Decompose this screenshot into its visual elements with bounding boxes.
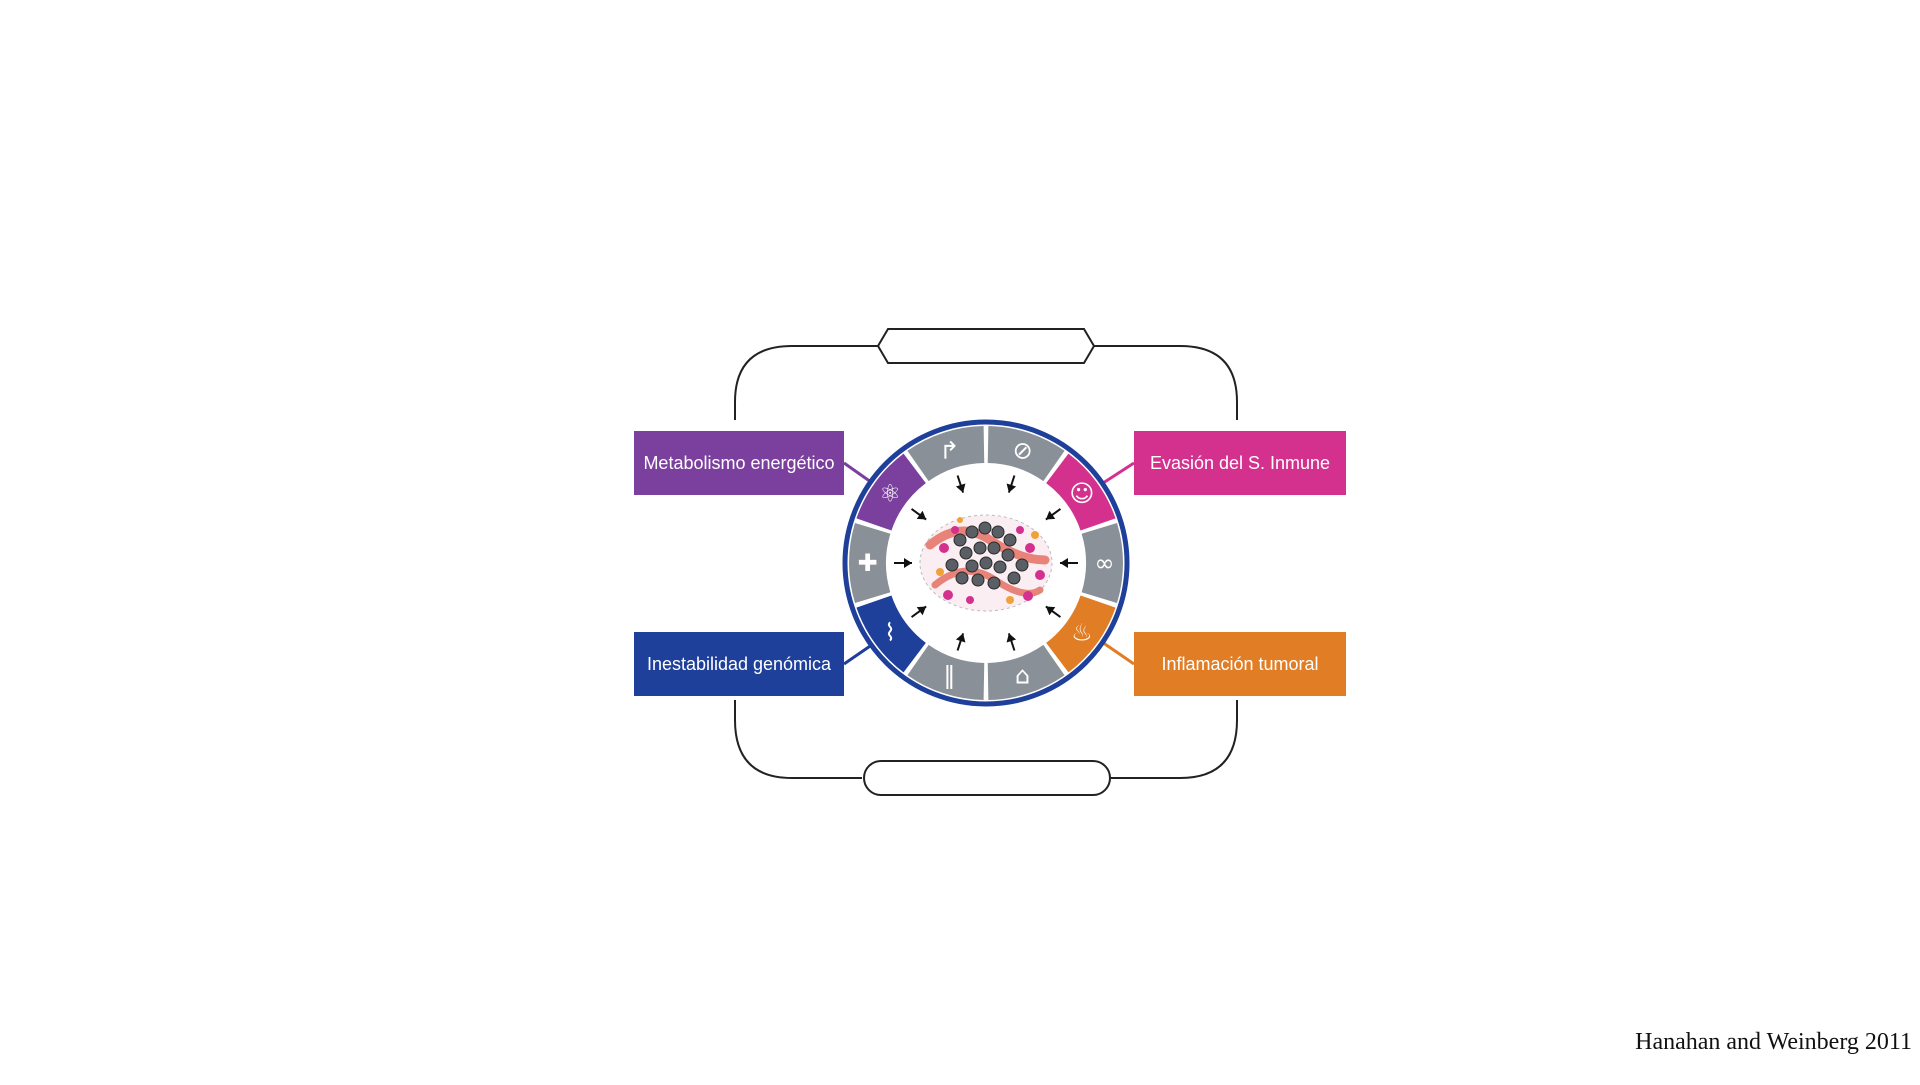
wheel-segment — [849, 522, 891, 604]
wheel-segment — [907, 644, 985, 700]
inflammation-connector-line — [1101, 640, 1135, 666]
bottom-connector-box — [863, 760, 1111, 796]
genomic-instability-label: Inestabilidad genómica — [646, 654, 832, 674]
ghost-cell-icon: ⌂ — [1015, 662, 1030, 690]
wheel-segment — [856, 453, 926, 531]
immune-cell-icon: ☺ — [1069, 479, 1094, 507]
inward-arrow-head — [916, 510, 927, 520]
inward-arrow-head — [1045, 606, 1056, 616]
wheel-segments: ↱ ⊘ ☺ ∞ ♨ ⌂ ‖ ⌇ ✚ ⚛ — [849, 426, 1123, 700]
metabolism-box: Metabolismo energético — [634, 431, 844, 495]
inward-arrow-head — [916, 606, 927, 616]
wheel-segment — [987, 426, 1065, 482]
no-entry-icon: ⊘ — [1013, 436, 1033, 464]
tumor-inflammation-label: Inflamación tumoral — [1161, 654, 1319, 674]
outer-frame-bottom — [734, 700, 1238, 779]
tumor-microenvironment-illustration — [919, 514, 1053, 612]
inward-arrow-head — [955, 633, 966, 643]
inward-arrow-head — [1060, 558, 1068, 568]
inward-arrow-head — [904, 558, 912, 568]
dna-mutation-icon: ⌇ — [884, 619, 896, 647]
infinity-icon: ∞ — [1095, 549, 1115, 577]
inward-arrow-head — [1006, 483, 1017, 493]
wheel-segment — [1081, 522, 1123, 604]
tumor-inflammation-box: Inflamación tumoral — [1134, 632, 1346, 696]
wheel-segment — [856, 595, 926, 673]
citation: Hanahan and Weinberg 2011 — [1635, 1029, 1912, 1055]
immune-evasion-label: Evasión del S. Inmune — [1149, 453, 1331, 473]
immune-evasion-box: Evasión del S. Inmune — [1134, 431, 1346, 495]
wheel-arrows — [894, 475, 1078, 651]
wheel-segment — [987, 644, 1065, 700]
inward-arrow-head — [1006, 633, 1017, 643]
genomic-instability-box: Inestabilidad genómica — [634, 632, 844, 696]
immune-connector-line — [1099, 461, 1135, 487]
atom-icon: ⚛ — [879, 479, 901, 507]
cross-icon: ✚ — [857, 549, 877, 577]
top-connector-box — [876, 328, 1096, 364]
wheel-segment — [1046, 595, 1116, 673]
inward-arrow-head — [1045, 510, 1056, 520]
outer-frame-top — [734, 345, 1238, 420]
proliferative-arrow-icon: ↱ — [939, 436, 959, 464]
metabolism-label: Metabolismo energético — [643, 453, 835, 473]
wheel-segment — [907, 426, 985, 482]
inward-arrow-head — [955, 483, 966, 493]
wheel-segment — [1046, 453, 1116, 531]
vessel-icon: ‖ — [943, 662, 955, 690]
fire-icon: ♨ — [1071, 619, 1093, 647]
